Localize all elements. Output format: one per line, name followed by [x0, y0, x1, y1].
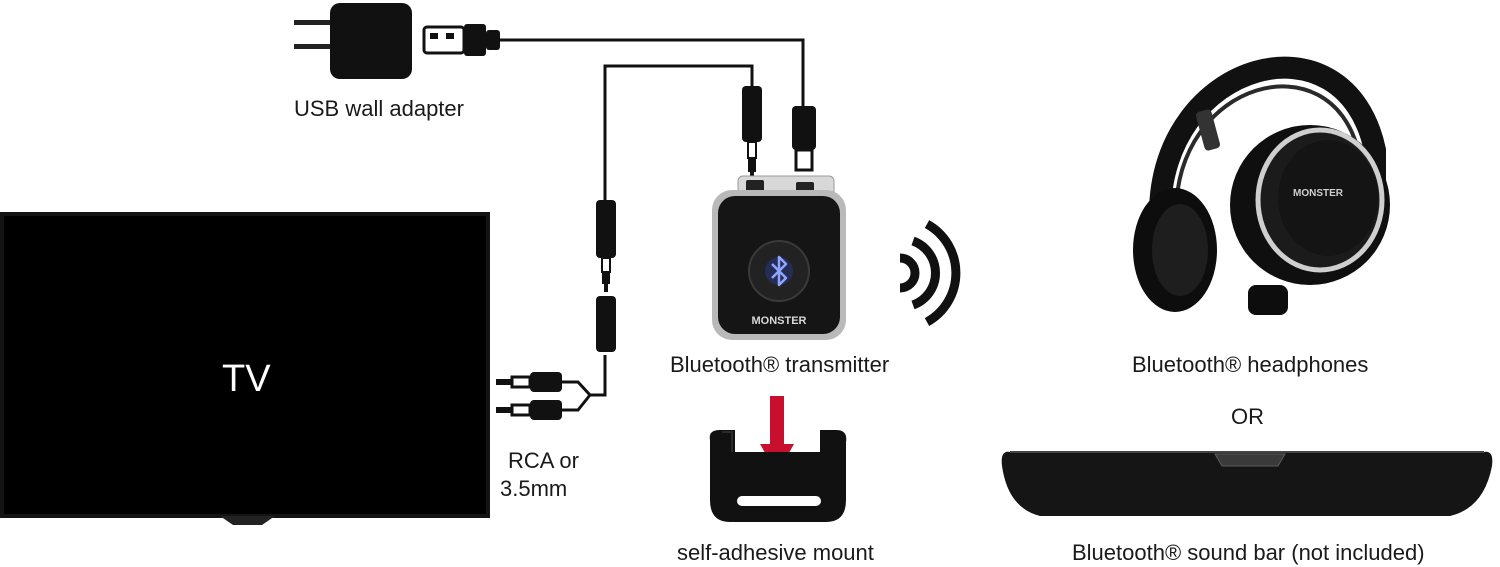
- bluetooth-icon: [765, 255, 793, 287]
- self-adhesive-mount: [709, 430, 847, 522]
- micro-usb-plug: [792, 106, 816, 172]
- tv-label: TV: [222, 358, 271, 400]
- tv: [0, 212, 490, 525]
- bluetooth-transmitter-label: Bluetooth® transmitter: [670, 352, 890, 377]
- rca-cable: [590, 355, 607, 397]
- rca-plugs: [496, 372, 562, 420]
- rca-label-line2: 3.5mm: [500, 476, 568, 501]
- bluetooth-transmitter: MONSTER: [712, 175, 846, 340]
- audio-inline-plug: [596, 200, 616, 352]
- audio-plug-top: [742, 86, 762, 182]
- headphone-logo: MONSTER: [1293, 188, 1344, 199]
- rca-split-top: [560, 380, 592, 397]
- self-adhesive-mount-label: self-adhesive mount: [677, 540, 874, 565]
- bluetooth-sound-bar: [1001, 451, 1493, 516]
- transmitter-logo: MONSTER: [752, 315, 807, 327]
- or-label: OR: [1231, 404, 1264, 429]
- bluetooth-sound-bar-label: Bluetooth® sound bar (not included): [1072, 540, 1425, 565]
- cables: [500, 38, 805, 412]
- rca-split-bottom: [560, 394, 592, 412]
- usb-cable: [500, 38, 805, 110]
- bluetooth-headphones: MONSTER: [1133, 56, 1390, 315]
- usb-wall-adapter-label: USB wall adapter: [294, 96, 464, 121]
- audio-cable: [603, 64, 754, 205]
- usb-wall-adapter: [294, 3, 500, 79]
- bluetooth-headphones-label: Bluetooth® headphones: [1132, 352, 1369, 377]
- wireless-signal-icon: [899, 220, 961, 326]
- rca-label: RCA or: [508, 448, 579, 473]
